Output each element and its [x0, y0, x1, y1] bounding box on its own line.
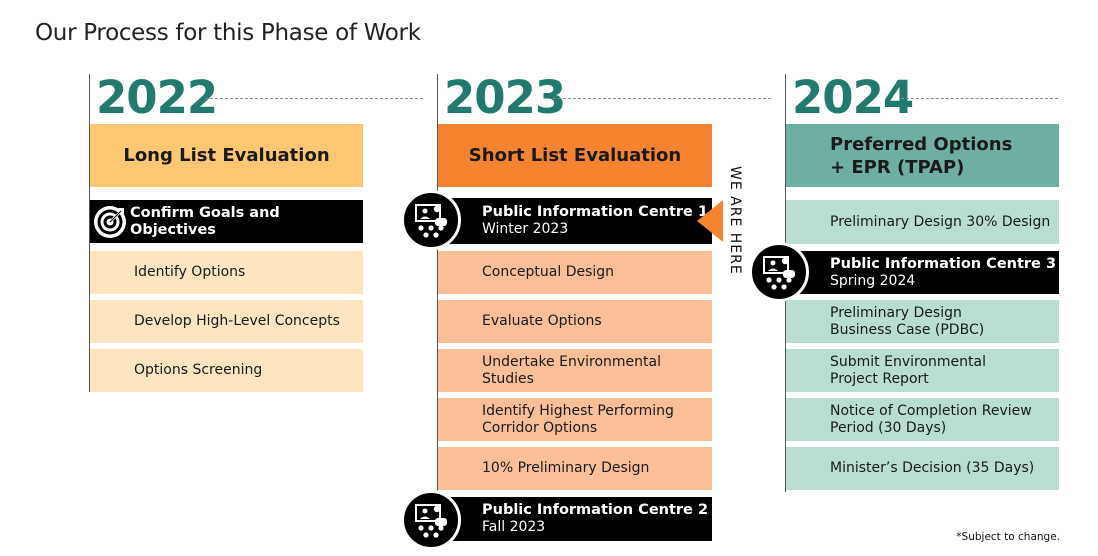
list-item-text: Preliminary Design Business Case (PDBC) [830, 304, 985, 338]
list-item-preliminary-design-30: Preliminary Design 30% Design [786, 200, 1059, 244]
pic-3-date: Spring 2024 [830, 272, 916, 289]
list-item-conceptual-design: Conceptual Design [438, 251, 712, 294]
list-item-text: Submit Environmental Project Report [830, 353, 986, 387]
target-icon [94, 206, 126, 238]
presentation-icon [749, 242, 809, 302]
list-item-develop-concepts: Develop High-Level Concepts [90, 300, 363, 343]
year-2022-dotted-line [205, 98, 423, 99]
pic-2-title: Public Information Centre 2 [482, 502, 709, 518]
list-item-text: Identify Highest Performing Corridor Opt… [482, 402, 674, 436]
list-item-text: Conceptual Design [482, 264, 615, 280]
list-item-corridor-options: Identify Highest Performing Corridor Opt… [438, 398, 712, 441]
list-item-options-screening: Options Screening [90, 349, 363, 392]
list-item-environmental-studies: Undertake Environmental Studies [438, 349, 712, 392]
year-2023-dotted-line [553, 98, 771, 99]
pic-3-title: Public Information Centre 3 [830, 255, 1057, 272]
we-are-here-arrow-icon [697, 200, 723, 242]
page-title: Our Process for this Phase of Work [35, 20, 421, 46]
presentation-icon [401, 190, 461, 250]
list-item-identify-options: Identify Options [90, 251, 363, 294]
year-2023-line [437, 74, 438, 492]
list-item-text: 10% Preliminary Design [482, 460, 650, 476]
milestone-pic-3: Public Information Centre 3 Spring 2024 [786, 251, 1059, 294]
pic-1-title: Public Information Centre 1 [482, 204, 709, 220]
presentation-icon [401, 490, 461, 550]
milestone-pic-1: Public Information Centre 1 Winter 2023 [438, 198, 712, 244]
list-item-evaluate-options: Evaluate Options [438, 300, 712, 343]
list-item-pdbc: Preliminary Design Business Case (PDBC) [786, 300, 1059, 343]
pic-1-date: Winter 2023 [482, 221, 569, 237]
year-2024-dotted-line [901, 98, 1058, 99]
year-2023-label: 2023 [444, 71, 566, 124]
milestone-confirm-goals-text: Confirm Goals and Objectives [130, 204, 280, 238]
list-item-text: Notice of Completion Review Period (30 D… [830, 402, 1032, 436]
milestone-pic-2: Public Information Centre 2 Fall 2023 [438, 497, 712, 541]
list-item-text: Evaluate Options [482, 313, 602, 329]
year-2022-line [89, 74, 90, 392]
phase-2022-header: Long List Evaluation [90, 124, 363, 187]
pic-2-date: Fall 2023 [482, 519, 546, 535]
list-item-notice-of-completion: Notice of Completion Review Period (30 D… [786, 398, 1059, 441]
list-item-text: Options Screening [134, 362, 263, 378]
list-item-ministers-decision: Minister’s Decision (35 Days) [786, 447, 1059, 490]
phase-2024-header-line1: Preferred Options [830, 133, 1013, 155]
phase-2024-header-line2: + EPR (TPAP) [830, 156, 965, 178]
list-item-text: Minister’s Decision (35 Days) [830, 460, 1035, 476]
milestone-confirm-goals: Confirm Goals and Objectives [90, 200, 363, 243]
footnote: *Subject to change. [956, 531, 1060, 543]
phase-2022-header-text: Long List Evaluation [123, 145, 330, 166]
list-item-submit-epr: Submit Environmental Project Report [786, 349, 1059, 392]
year-2022-label: 2022 [96, 71, 218, 124]
list-item-text: Preliminary Design 30% Design [830, 213, 1051, 230]
year-2024-label: 2024 [792, 71, 914, 124]
we-are-here-label: WE ARE HERE [727, 166, 743, 275]
list-item-text: Undertake Environmental Studies [482, 353, 661, 387]
phase-2023-header: Short List Evaluation [438, 124, 712, 187]
list-item-text: Develop High-Level Concepts [134, 313, 340, 329]
list-item-text: Identify Options [134, 264, 246, 280]
list-item-preliminary-design-10: 10% Preliminary Design [438, 447, 712, 490]
phase-2024-header: Preferred Options + EPR (TPAP) [786, 124, 1059, 187]
phase-2023-header-text: Short List Evaluation [468, 145, 682, 166]
